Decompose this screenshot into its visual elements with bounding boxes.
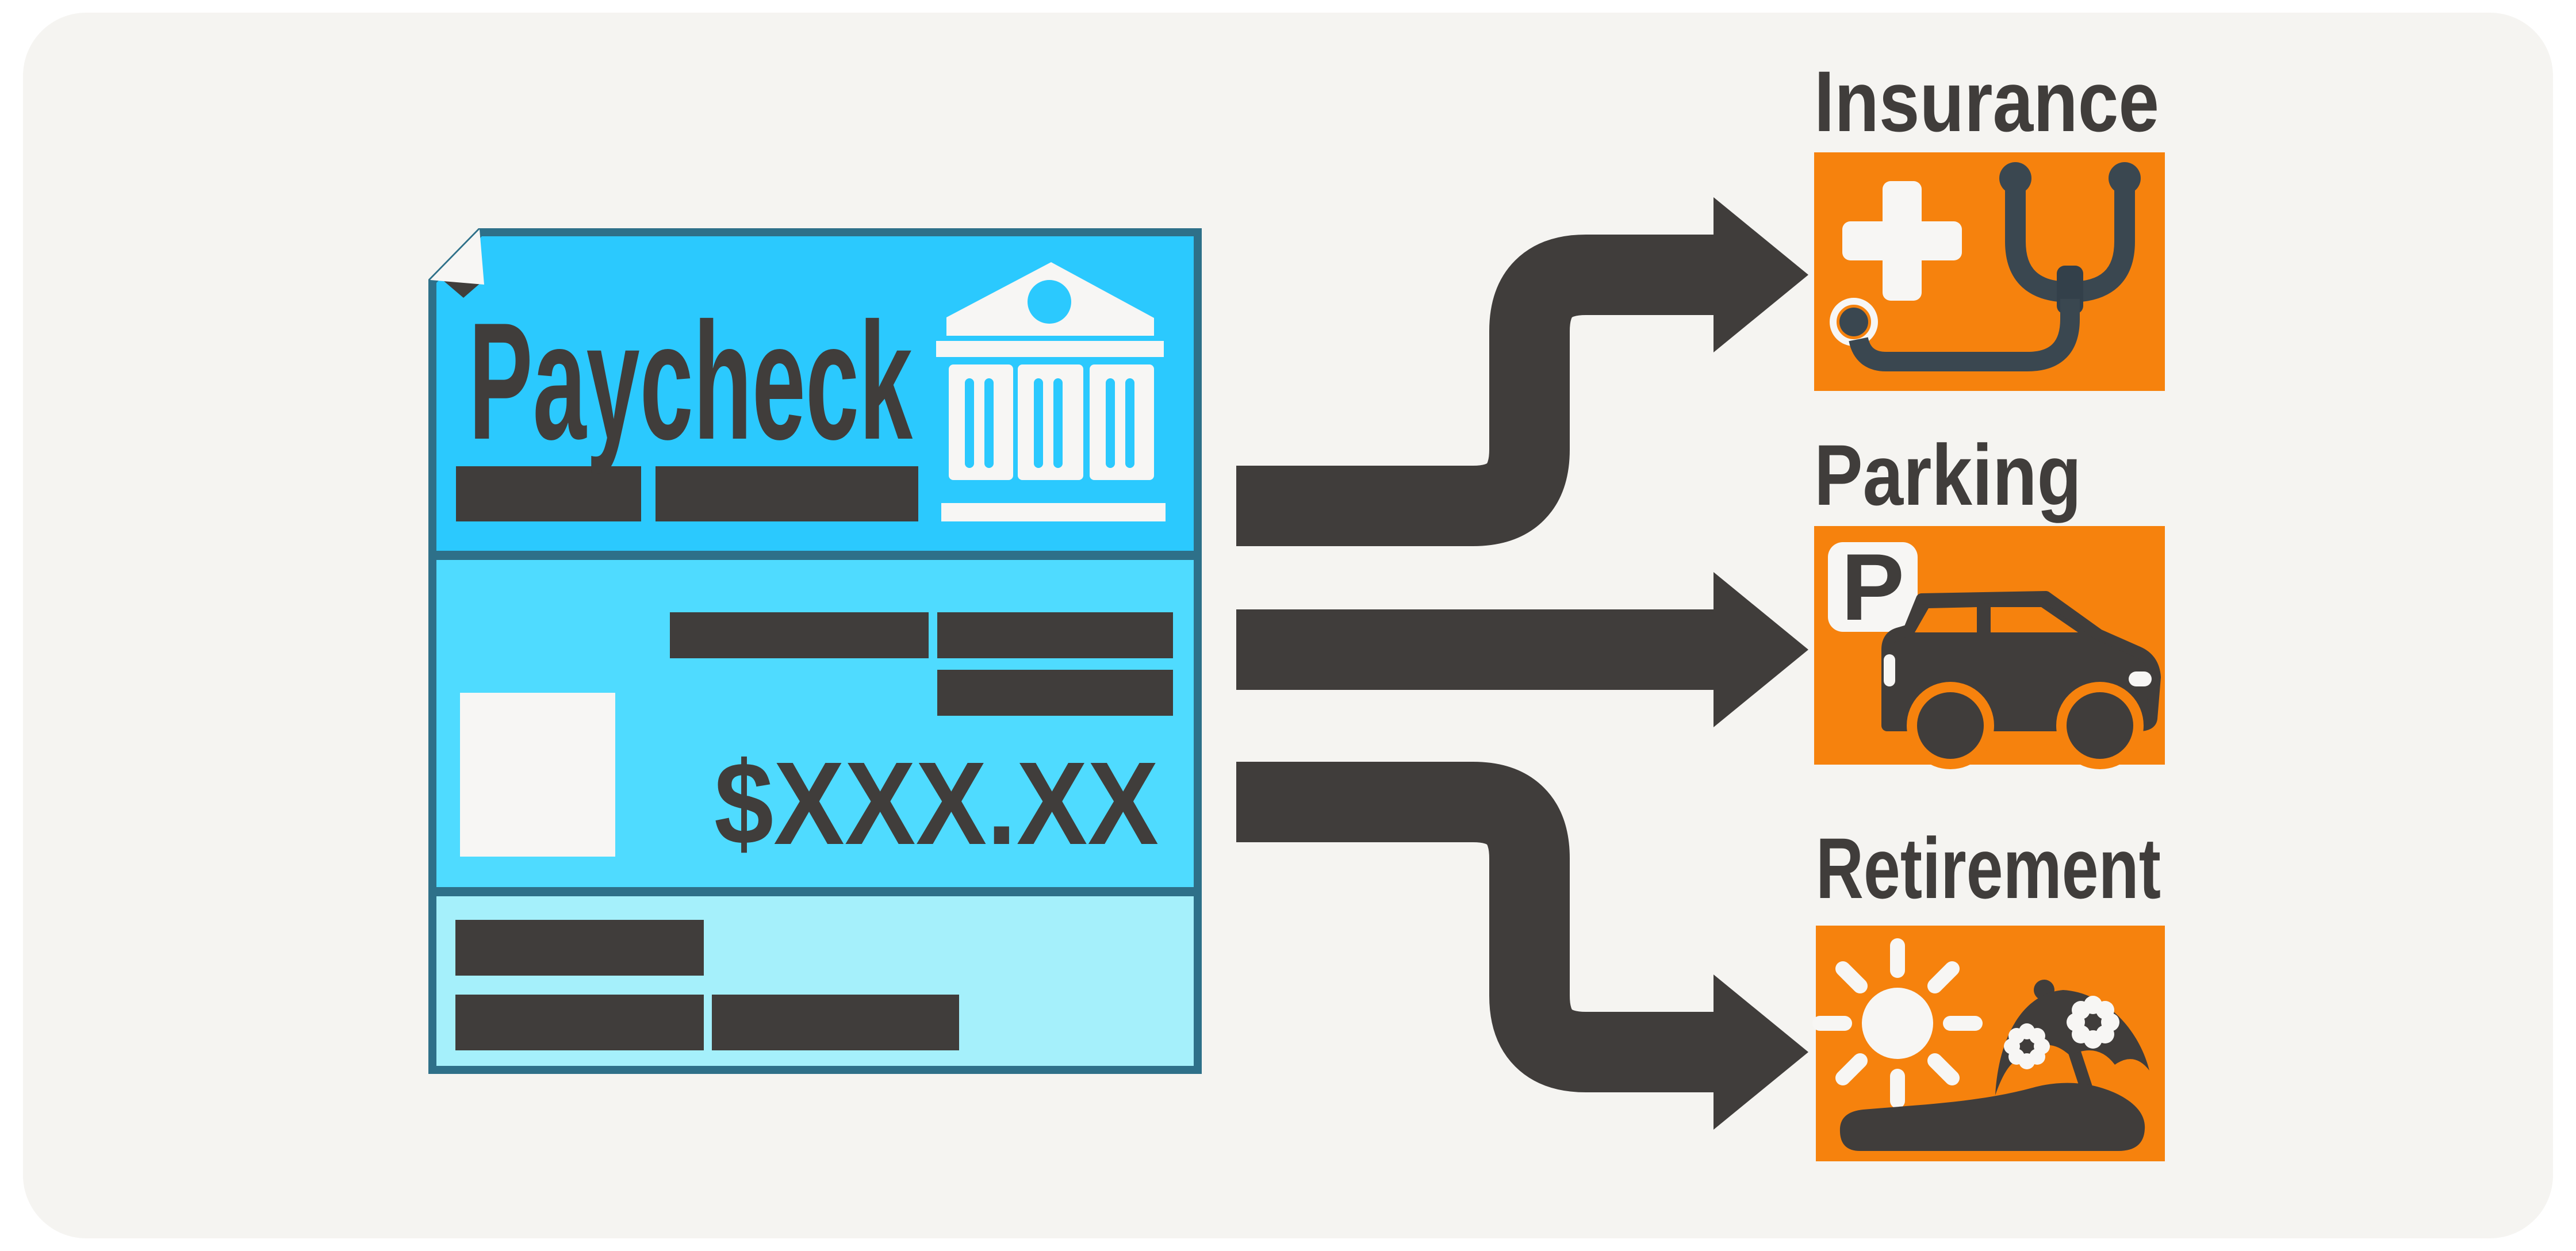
arrowhead	[1713, 197, 1808, 352]
page-curl	[430, 229, 484, 298]
redacted-bar	[656, 466, 918, 521]
stethoscope-chestpiece	[1839, 308, 1868, 336]
stethoscope-icon	[1830, 162, 2141, 371]
arrowhead	[1713, 974, 1808, 1130]
page-curl-shadow	[444, 281, 481, 298]
arrow-to-parking	[1236, 572, 1808, 727]
parking-sign-letter: P	[1841, 534, 1904, 640]
parking-item: Parking P	[1814, 427, 2165, 769]
flower-icon	[2067, 996, 2119, 1049]
insurance-label: Insurance	[1814, 53, 2159, 149]
paycheck-header-bars	[456, 466, 918, 521]
car-rear-wheel	[1917, 692, 1984, 759]
car-front-wheel	[2067, 692, 2133, 759]
redacted-bar	[455, 920, 704, 976]
redacted-bar	[670, 612, 929, 658]
car-rear-window	[1915, 607, 1977, 632]
parking-sign-icon: P	[1828, 534, 1918, 640]
redacted-bar	[455, 995, 704, 1050]
parking-label: Parking	[1814, 427, 2082, 523]
redacted-bar	[937, 612, 1173, 658]
redacted-bar	[937, 670, 1173, 716]
car-tail-light	[1884, 654, 1895, 686]
stethoscope-earpiece	[1999, 162, 2031, 194]
paycheck-footer-bars	[455, 920, 959, 1050]
paycheck-middle-bars	[670, 612, 1173, 716]
medical-cross-icon	[1842, 181, 1962, 301]
paycheck-title: Paycheck	[469, 288, 913, 475]
car-icon	[1881, 591, 2161, 769]
retirement-item: Retirement	[1812, 820, 2165, 1161]
redacted-bar	[456, 466, 641, 521]
paycheck-amount: $XXX.XX	[714, 738, 1159, 869]
paycheck-document: Paycheck $XXX.XX	[428, 228, 1202, 1074]
bank-pediment-window	[1028, 280, 1071, 324]
retirement-label: Retirement	[1816, 820, 2161, 916]
bank-base	[941, 503, 1166, 521]
insurance-item: Insurance	[1814, 53, 2165, 391]
arrowhead	[1713, 572, 1808, 727]
car-head-light	[2129, 671, 2152, 686]
flower-icon	[2004, 1023, 2050, 1069]
stethoscope-earpiece	[2109, 162, 2141, 194]
paycheck-stamp-box	[460, 693, 615, 857]
sun-icon	[1812, 938, 1983, 1108]
beach-sand-icon	[1839, 1083, 2145, 1151]
bank-architrave	[936, 341, 1164, 357]
page-curl-flap	[430, 229, 484, 285]
car-front-window	[1991, 607, 2078, 632]
arrow-to-insurance	[1236, 197, 1808, 546]
bank-building-icon	[936, 262, 1166, 521]
bank-column-flutes	[965, 378, 1134, 468]
arrow-to-retirement	[1236, 762, 1808, 1130]
redacted-bar	[712, 995, 959, 1050]
deduction-arrows	[1236, 197, 1808, 1130]
